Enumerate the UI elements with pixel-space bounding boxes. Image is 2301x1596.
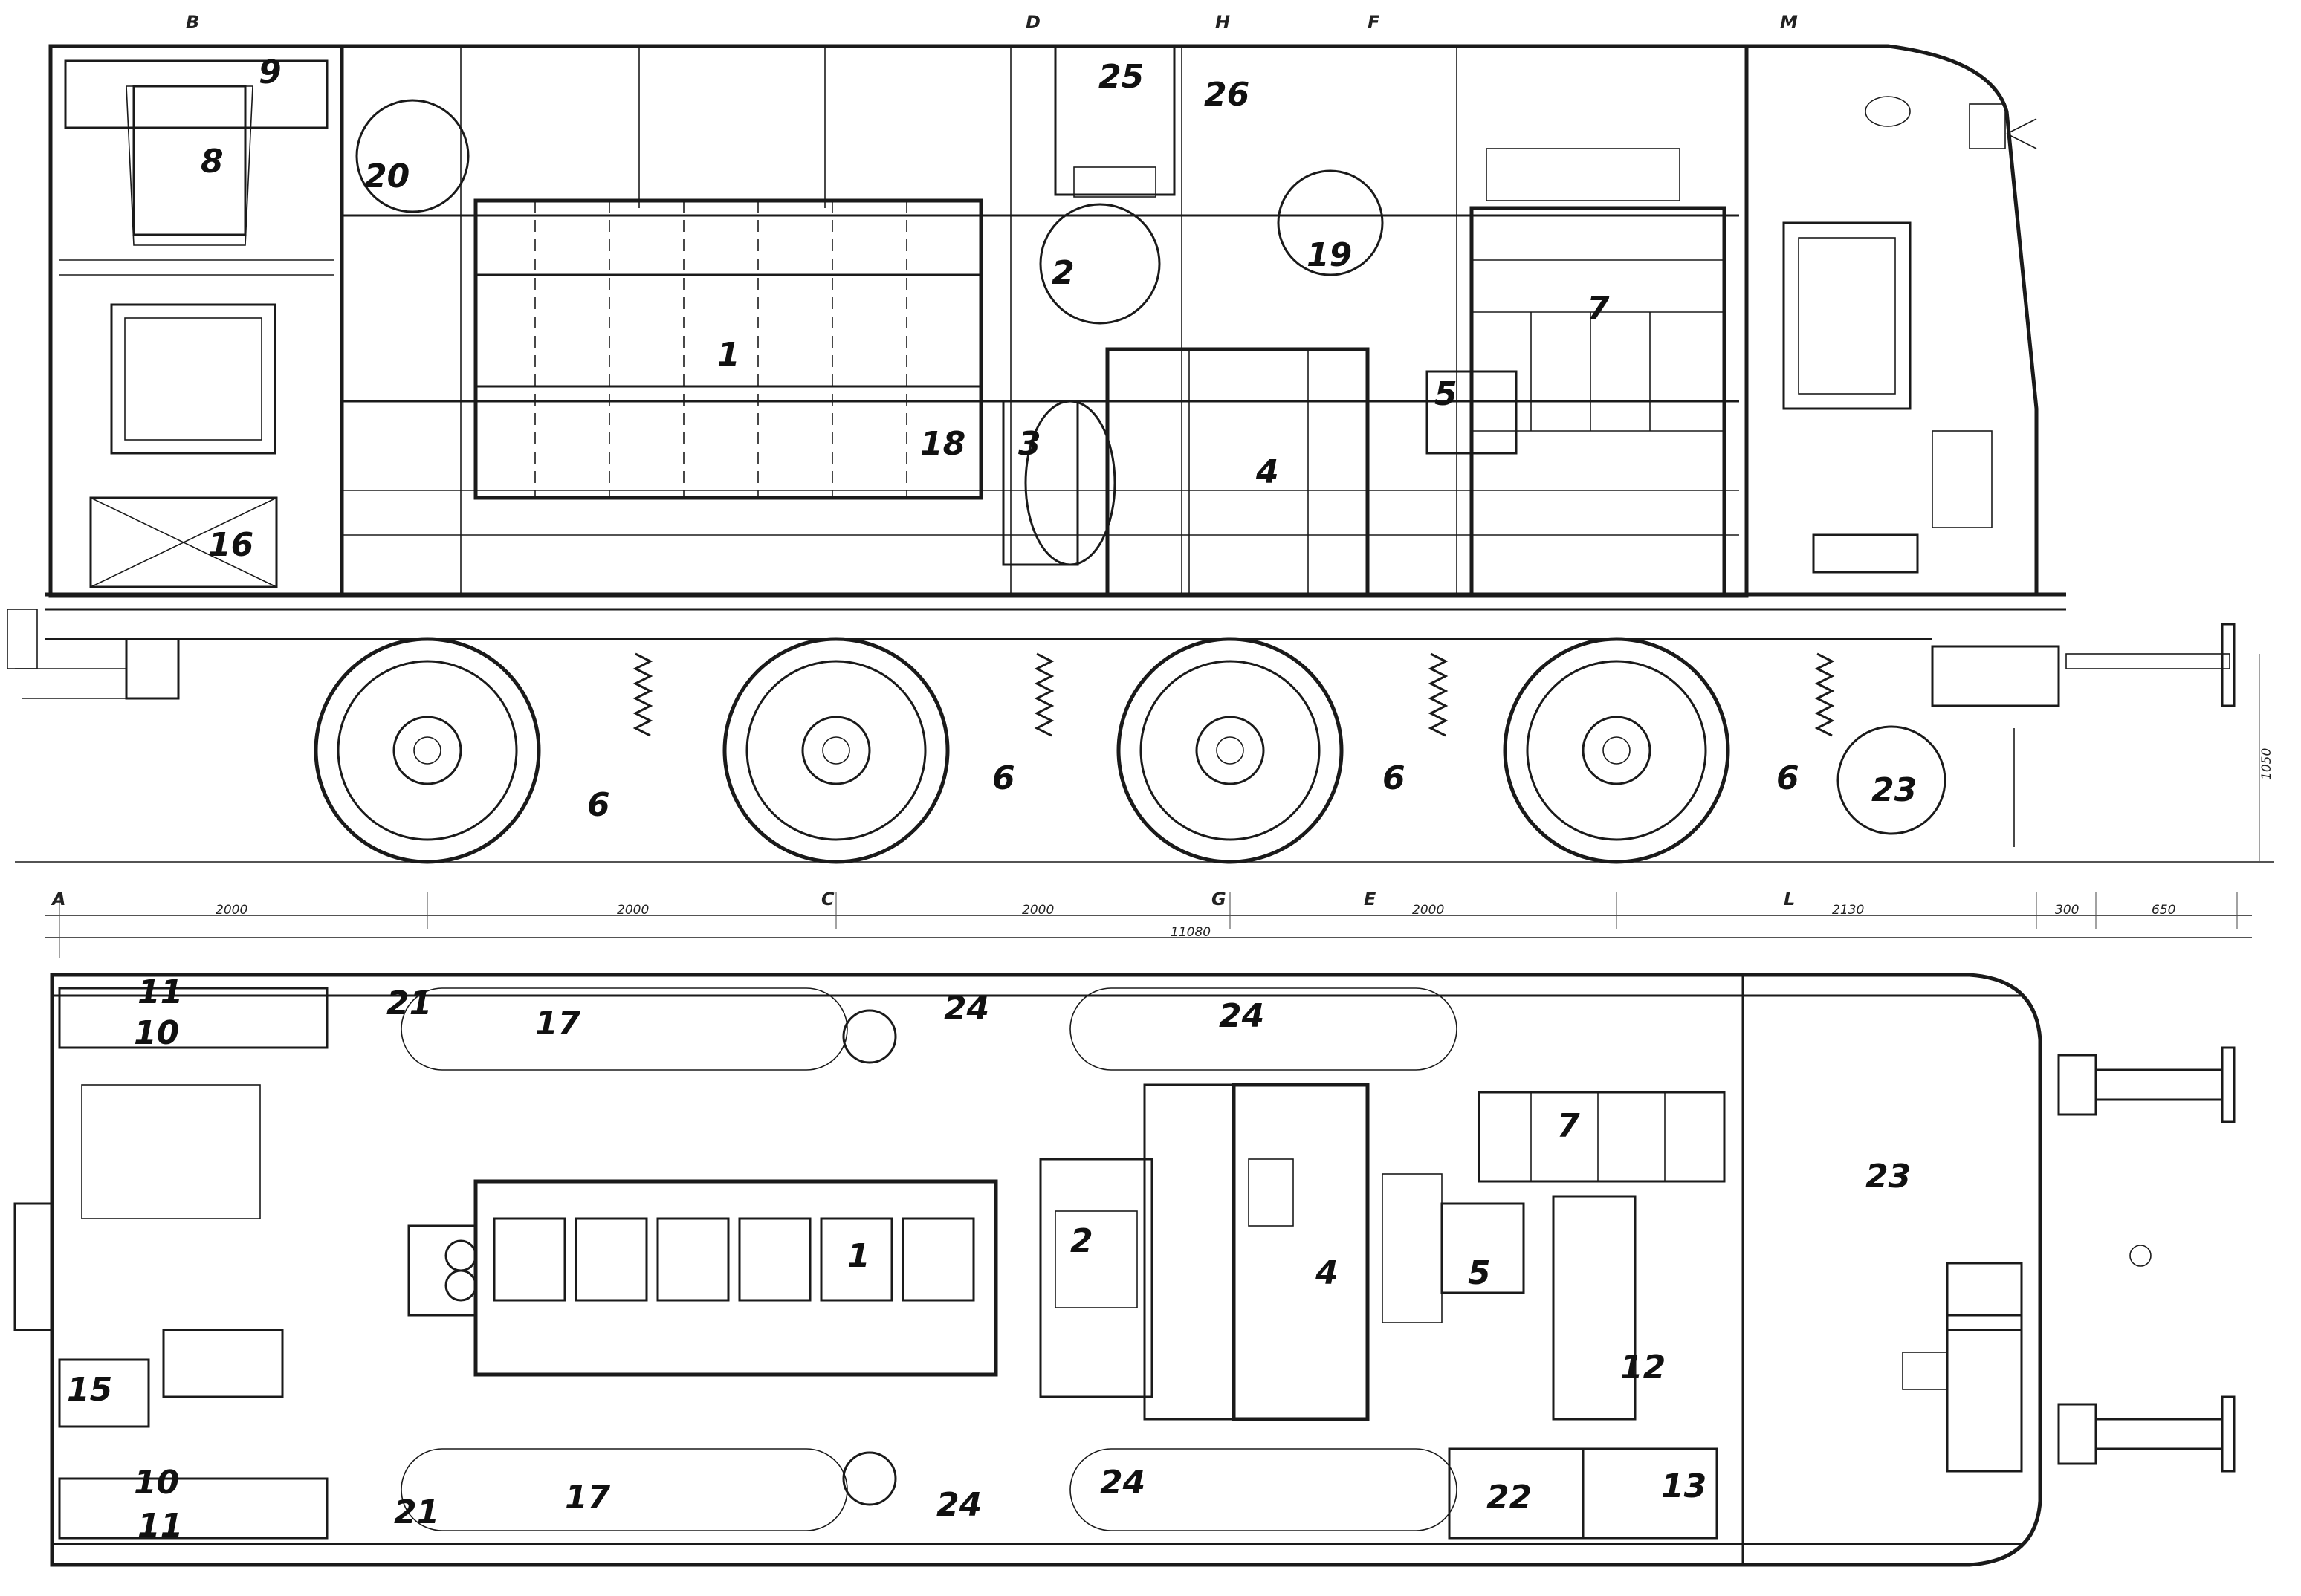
callout-24: 24 bbox=[936, 1486, 982, 1524]
callout-16: 16 bbox=[208, 526, 253, 564]
callout-15: 15 bbox=[67, 1371, 112, 1409]
callout-24: 24 bbox=[944, 990, 989, 1028]
callout-21: 21 bbox=[386, 984, 432, 1022]
callout-12: 12 bbox=[1620, 1349, 1666, 1386]
plan-view bbox=[13, 973, 2236, 1567]
section-mark-m: M bbox=[1780, 12, 1798, 33]
callout-23: 23 bbox=[1871, 771, 1917, 809]
callout-17: 17 bbox=[565, 1479, 611, 1516]
callout-18: 18 bbox=[920, 425, 965, 463]
callout-7: 7 bbox=[1557, 1107, 1580, 1145]
dimension-labels: 2000 2000 2000 2000 2130 300 650 11080 1… bbox=[216, 748, 2274, 940]
callout-6: 6 bbox=[587, 786, 610, 824]
dim-axle-2: 2000 bbox=[617, 903, 649, 918]
callout-6: 6 bbox=[1776, 759, 1799, 797]
dim-buffer-b: 650 bbox=[2152, 903, 2175, 918]
dim-end: 2130 bbox=[1832, 903, 1864, 918]
callout-3: 3 bbox=[1018, 425, 1041, 463]
callout-4: 4 bbox=[1315, 1254, 1339, 1292]
section-mark-h: H bbox=[1215, 12, 1230, 33]
callout-2: 2 bbox=[1052, 254, 1075, 292]
section-mark-c: C bbox=[821, 889, 835, 909]
callout-4: 4 bbox=[1255, 453, 1279, 491]
callout-25: 25 bbox=[1098, 58, 1144, 96]
section-mark-g: G bbox=[1211, 889, 1226, 909]
callout-20: 20 bbox=[364, 158, 410, 195]
callout-22: 22 bbox=[1486, 1479, 1532, 1516]
callout-10: 10 bbox=[134, 1464, 179, 1502]
callout-13: 13 bbox=[1661, 1467, 1706, 1505]
dim-height: 1050 bbox=[2259, 748, 2274, 780]
callout-7: 7 bbox=[1587, 290, 1610, 328]
callout-11: 11 bbox=[137, 1507, 183, 1545]
dim-overall: 11080 bbox=[1171, 925, 1211, 940]
callout-19: 19 bbox=[1307, 236, 1352, 274]
section-mark-e: E bbox=[1364, 889, 1376, 909]
plan-callouts: 1 2 4 5 7 10 10 11 11 12 13 15 17 17 21 … bbox=[67, 973, 1911, 1545]
callout-10: 10 bbox=[134, 1014, 179, 1052]
section-marks: B D H F M A C G E L bbox=[51, 12, 1798, 909]
callout-5: 5 bbox=[1434, 375, 1457, 413]
section-mark-d: D bbox=[1026, 12, 1041, 33]
callout-24: 24 bbox=[1100, 1464, 1145, 1502]
callout-6: 6 bbox=[1382, 759, 1405, 797]
callout-21: 21 bbox=[394, 1493, 439, 1531]
dim-axle-1: 2000 bbox=[216, 903, 247, 918]
section-mark-b: B bbox=[186, 12, 199, 33]
callout-6: 6 bbox=[992, 759, 1015, 797]
section-mark-a: A bbox=[51, 889, 66, 909]
section-mark-l: L bbox=[1784, 889, 1795, 909]
callout-5: 5 bbox=[1468, 1254, 1491, 1292]
callout-9: 9 bbox=[259, 53, 282, 91]
callout-26: 26 bbox=[1204, 76, 1249, 114]
dimension-line bbox=[45, 892, 2252, 958]
callout-24: 24 bbox=[1219, 997, 1264, 1035]
callout-8: 8 bbox=[201, 143, 224, 181]
callout-17: 17 bbox=[535, 1005, 581, 1042]
callout-11: 11 bbox=[137, 973, 183, 1011]
side-callouts: 1 2 3 4 5 6 6 6 6 7 8 9 16 18 19 20 23 2… bbox=[201, 53, 1917, 824]
callout-1: 1 bbox=[847, 1237, 870, 1275]
callout-1: 1 bbox=[717, 336, 740, 374]
section-mark-f: F bbox=[1368, 12, 1380, 33]
side-elevation bbox=[7, 44, 2274, 864]
dim-buffer-a: 300 bbox=[2055, 903, 2079, 918]
dim-axle-3: 2000 bbox=[1022, 903, 1054, 918]
dim-axle-4: 2000 bbox=[1412, 903, 1444, 918]
wheelsets bbox=[314, 637, 1730, 864]
callout-2: 2 bbox=[1070, 1222, 1093, 1260]
callout-23: 23 bbox=[1865, 1158, 1911, 1196]
